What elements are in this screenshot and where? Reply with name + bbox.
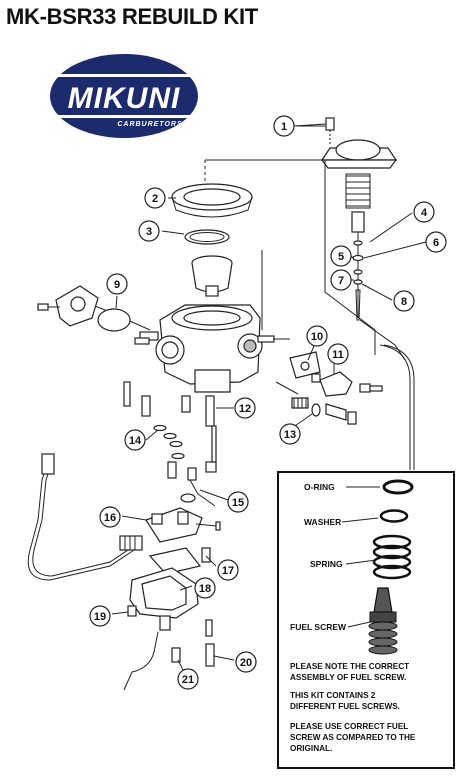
label-fuel-screw: FUEL SCREW bbox=[290, 622, 347, 632]
svg-text:9: 9 bbox=[114, 279, 120, 291]
note-1-line-1: PLEASE NOTE THE CORRECT bbox=[290, 662, 409, 671]
callout-bubbles: 1 2 3 4 5 6 7 8 9 10 11 12 13 14 15 16 1… bbox=[89, 115, 447, 690]
callout-12: 12 bbox=[234, 397, 256, 419]
note-3-line-3: ORIGINAL. bbox=[290, 744, 332, 753]
fuel-screw-inset: O-RING WASHER SPRING FUEL SCREW PLEASE N bbox=[277, 471, 455, 769]
jets-and-screws bbox=[123, 381, 217, 507]
svg-text:20: 20 bbox=[240, 657, 252, 669]
note-2-line-2: DIFFERENT FUEL SCREWS. bbox=[290, 702, 400, 711]
fuel-screw-part bbox=[368, 587, 398, 655]
note-3-line-1: PLEASE USE CORRECT FUEL bbox=[290, 722, 408, 731]
callout-17: 17 bbox=[217, 559, 239, 581]
svg-text:14: 14 bbox=[129, 435, 142, 447]
o-ring-part bbox=[382, 479, 414, 495]
gasket-and-bracket bbox=[37, 285, 131, 332]
callout-5: 5 bbox=[330, 245, 352, 267]
spring-part bbox=[372, 534, 412, 580]
kit-title: MK-BSR33 REBUILD KIT bbox=[6, 4, 258, 29]
float-bowl bbox=[127, 547, 213, 637]
callout-19: 19 bbox=[89, 605, 111, 627]
callout-6: 6 bbox=[425, 231, 447, 253]
choke-cable bbox=[27, 453, 143, 581]
note-1-line-2: ASSEMBLY OF FUEL SCREW. bbox=[290, 673, 406, 682]
callout-9: 9 bbox=[106, 273, 128, 295]
svg-text:2: 2 bbox=[152, 193, 158, 205]
callout-21: 21 bbox=[177, 668, 199, 690]
callout-20: 20 bbox=[235, 651, 257, 673]
svg-text:3: 3 bbox=[146, 226, 152, 238]
svg-text:7: 7 bbox=[338, 275, 344, 287]
svg-text:21: 21 bbox=[182, 674, 194, 686]
svg-text:16: 16 bbox=[104, 512, 116, 524]
svg-text:5: 5 bbox=[338, 251, 344, 263]
mikuni-logo: MIKUNI CARBURETORS bbox=[50, 54, 198, 138]
svg-text:4: 4 bbox=[421, 207, 428, 219]
label-washer: WASHER bbox=[304, 517, 341, 527]
callout-1: 1 bbox=[273, 115, 295, 137]
needle-spring bbox=[345, 173, 371, 209]
svg-text:11: 11 bbox=[332, 349, 344, 361]
float-assembly bbox=[145, 507, 221, 543]
logo-sub: CARBURETORS bbox=[117, 121, 182, 128]
note-2-line-1: THIS KIT CONTAINS 2 bbox=[290, 691, 376, 700]
svg-text:19: 19 bbox=[94, 611, 106, 623]
callout-18: 18 bbox=[194, 577, 216, 599]
svg-text:17: 17 bbox=[222, 565, 234, 577]
washer-part bbox=[379, 509, 409, 523]
svg-text:15: 15 bbox=[232, 497, 244, 509]
callout-2: 2 bbox=[144, 187, 166, 209]
callout-3: 3 bbox=[138, 220, 160, 242]
svg-text:13: 13 bbox=[284, 429, 296, 441]
diaphragm-and-slide bbox=[171, 183, 253, 297]
carburetor-body bbox=[89, 303, 290, 393]
callout-14: 14 bbox=[124, 429, 146, 451]
label-spring: SPRING bbox=[310, 559, 343, 569]
svg-text:6: 6 bbox=[433, 237, 439, 249]
label-o-ring: O-RING bbox=[304, 482, 335, 492]
svg-text:8: 8 bbox=[401, 296, 407, 308]
svg-text:18: 18 bbox=[199, 583, 211, 595]
throttle-cable bbox=[379, 344, 411, 470]
callout-4: 4 bbox=[413, 201, 435, 223]
callout-lines bbox=[111, 123, 427, 677]
callout-7: 7 bbox=[330, 269, 352, 291]
callout-10: 10 bbox=[306, 325, 328, 347]
svg-text:12: 12 bbox=[239, 403, 251, 415]
callout-15: 15 bbox=[227, 491, 249, 513]
callout-13: 13 bbox=[279, 423, 301, 445]
svg-text:10: 10 bbox=[311, 331, 323, 343]
svg-text:1: 1 bbox=[281, 121, 287, 133]
note-3-line-2: SCREW AS COMPARED TO THE bbox=[290, 733, 416, 742]
callout-8: 8 bbox=[393, 290, 415, 312]
fuel-screw-parts bbox=[275, 351, 383, 425]
callout-16: 16 bbox=[99, 506, 121, 528]
logo-brand: MIKUNI bbox=[68, 82, 181, 115]
callout-11: 11 bbox=[327, 343, 349, 365]
drain-tube bbox=[123, 631, 215, 691]
top-cap-assembly bbox=[296, 117, 398, 321]
